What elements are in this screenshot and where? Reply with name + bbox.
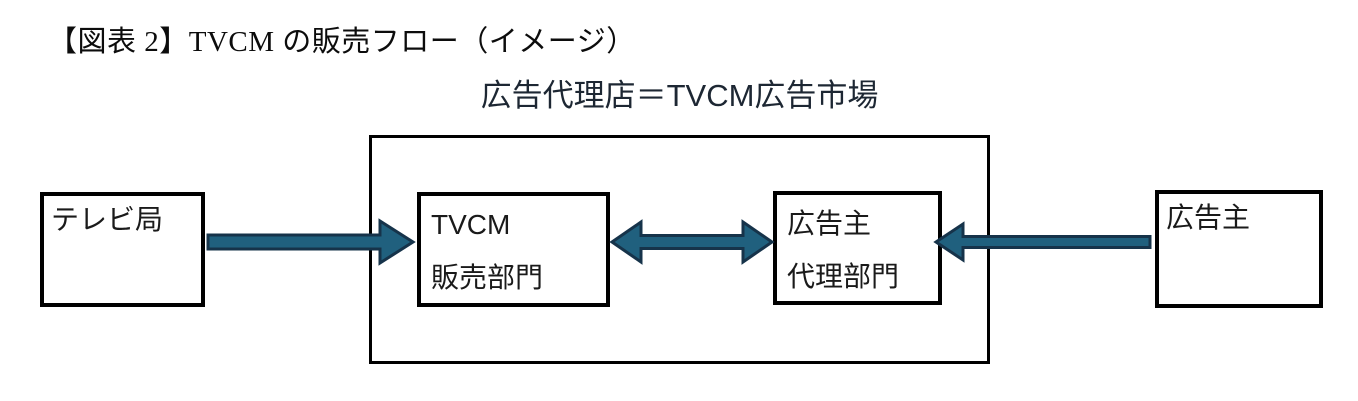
box-tvcm-sales-division: TVCM 販売部門 (417, 192, 610, 307)
box-advertiser-agency-line2: 代理部門 (787, 261, 900, 292)
box-advertiser-label: 広告主 (1166, 202, 1251, 233)
box-tvcm-sales-line1: TVCM (431, 209, 511, 240)
box-tv-station: テレビ局 (40, 192, 205, 307)
box-advertiser: 広告主 (1155, 190, 1323, 308)
market-label: 広告代理店＝TVCM広告市場 (480, 78, 879, 113)
box-advertiser-agency-line1: 広告主 (787, 208, 872, 239)
box-tvcm-sales-line2: 販売部門 (431, 262, 544, 293)
figure-title: 【図表 2】TVCM の販売フロー（イメージ） (48, 26, 636, 58)
box-tv-station-label: テレビ局 (51, 204, 164, 235)
box-advertiser-agency-division: 広告主 代理部門 (773, 191, 942, 305)
